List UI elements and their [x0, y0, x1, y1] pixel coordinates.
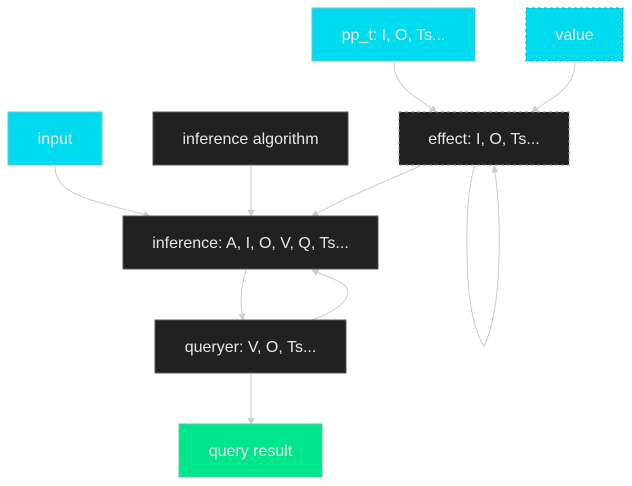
node-inference-label: inference: A, I, O, V, Q, Ts... [152, 235, 349, 252]
edge-queryer-to-inference [311, 269, 349, 321]
node-value: value [525, 7, 624, 62]
node-query-result: query result [178, 423, 323, 478]
edge-effect-to-inference [311, 165, 421, 217]
edges [54, 61, 576, 425]
node-pp-t: pp_t: I, O, Ts... [311, 7, 476, 62]
node-query-result-label: query result [209, 443, 293, 460]
node-queryer-label: queryer: V, O, Ts... [185, 339, 317, 356]
node-input: input [7, 111, 103, 166]
node-effect-label: effect: I, O, Ts... [428, 131, 539, 148]
node-inference: inference: A, I, O, V, Q, Ts... [122, 215, 379, 270]
edge-value-to-effect [531, 61, 576, 113]
edge-input-to-inference [54, 165, 151, 218]
node-value-label: value [555, 27, 593, 44]
node-inference-algorithm-label: inference algorithm [182, 131, 318, 148]
node-inference-algorithm: inference algorithm [152, 111, 349, 166]
edge-pp-t-to-effect [393, 61, 437, 113]
node-input-label: input [38, 131, 73, 148]
edge-inference-to-queryer [238, 269, 247, 321]
node-pp-t-label: pp_t: I, O, Ts... [342, 27, 446, 44]
node-queryer: queryer: V, O, Ts... [154, 319, 347, 374]
edge-effect-self-loop [466, 165, 500, 347]
node-effect: effect: I, O, Ts... [398, 111, 570, 166]
